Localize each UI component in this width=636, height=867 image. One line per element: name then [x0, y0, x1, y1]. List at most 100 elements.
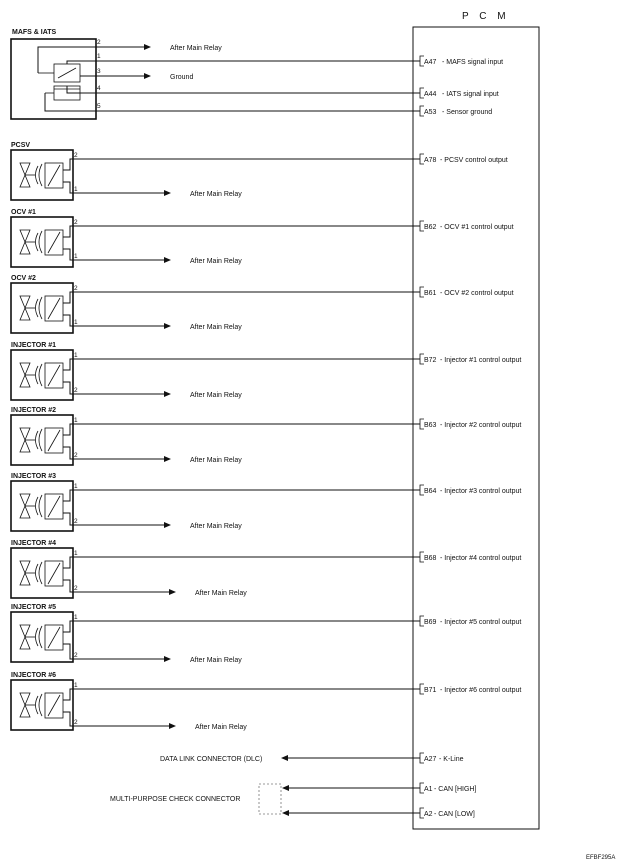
- injector-5-pin-bottom: 2: [74, 652, 78, 659]
- injector-5-title: INJECTOR #5: [11, 604, 56, 611]
- injector-1-pin-top: 1: [74, 352, 78, 359]
- injector-1-terminal-label: - Injector #1 control output: [440, 357, 521, 364]
- terminal-A47-label: - MAFS signal input: [442, 59, 503, 66]
- injector-6-pin-top: 1: [74, 682, 78, 689]
- injector-1-title: INJECTOR #1: [11, 342, 56, 349]
- injector-2-relay-label: After Main Relay: [190, 457, 242, 464]
- injector-4-terminal-label: - Injector #4 control output: [440, 555, 521, 562]
- terminal-A53-code: A53: [424, 109, 437, 116]
- ocv-2-body: [10, 282, 74, 334]
- injector-5-terminal-label: - Injector #5 control output: [440, 619, 521, 626]
- injector-2-terminal-code: B63: [424, 422, 437, 429]
- injector-3-terminal-label: - Injector #3 control output: [440, 488, 521, 495]
- pcsv-terminal-code: A78: [424, 157, 437, 164]
- injector-3-relay-label: After Main Relay: [190, 523, 242, 530]
- injector-2-terminal-label: - Injector #2 control output: [440, 422, 521, 429]
- injector-6-terminal-label: - Injector #6 control output: [440, 687, 521, 694]
- ocv-2-pin-top: 2: [74, 285, 78, 292]
- injector-4-pin-bottom: 2: [74, 585, 78, 592]
- injector-1-body: [10, 349, 74, 401]
- injector-1-relay-label: After Main Relay: [190, 392, 242, 399]
- terminal-A44-label: - IATS signal input: [442, 91, 499, 98]
- injector-3-body: [10, 480, 74, 532]
- injector-2-pin-top: 1: [74, 417, 78, 424]
- ocv-1-relay-label: After Main Relay: [190, 258, 242, 265]
- mafs-iats-sensor: MAFS & IATS 2 After Main Relay 1 3 Groun…: [10, 29, 503, 120]
- injector-4-pin-top: 1: [74, 550, 78, 557]
- dlc-label: DATA LINK CONNECTOR (DLC): [160, 756, 262, 763]
- injector-5-terminal-code: B69: [424, 619, 437, 626]
- dlc-connection: DATA LINK CONNECTOR (DLC) A27 - K-Line: [160, 752, 464, 764]
- mpcc-connection: MULTI-PURPOSE CHECK CONNECTOR A1 - CAN […: [110, 782, 476, 819]
- injector-6-pin-bottom: 2: [74, 719, 78, 726]
- injector-4-terminal-code: B68: [424, 555, 437, 562]
- ocv-2-terminal-code: B61: [424, 290, 437, 297]
- injector-6-terminal-code: B71: [424, 687, 437, 694]
- mafs-pin-2: 2: [97, 39, 101, 46]
- ocv-1-terminal-label: - OCV #1 control output: [440, 224, 514, 231]
- injector-6-relay-label: After Main Relay: [195, 724, 247, 731]
- injector-6-body: [10, 679, 74, 731]
- figure-reference: EFBF295A: [586, 855, 615, 861]
- pcsv-pin-top: 2: [74, 152, 78, 159]
- terminal-A1-label: - CAN [HIGH]: [434, 786, 476, 793]
- pcsv-relay-label: After Main Relay: [190, 191, 242, 198]
- pcsv-pin-bottom: 1: [74, 186, 78, 193]
- terminal-A1-code: A1: [424, 786, 433, 793]
- injector-4-body: [10, 547, 74, 599]
- injector-1-pin-bottom: 2: [74, 387, 78, 394]
- injector-2-body: [10, 414, 74, 466]
- pcm-title: P C M: [462, 11, 510, 22]
- mpcc-label: MULTI-PURPOSE CHECK CONNECTOR: [110, 796, 240, 803]
- injector-3-pin-top: 1: [74, 483, 78, 490]
- injector-3-pin-bottom: 2: [74, 518, 78, 525]
- mafs-title: MAFS & IATS: [12, 29, 57, 36]
- pcsv-body: [10, 149, 74, 201]
- pcsv-terminal-label: - PCSV control output: [440, 157, 508, 164]
- mafs-pin-5: 5: [97, 103, 101, 110]
- injector-6-title: INJECTOR #6: [11, 672, 56, 679]
- ocv-1-title: OCV #1: [11, 209, 36, 216]
- mafs-pin-3: 3: [97, 68, 101, 75]
- injector-1-terminal-code: B72: [424, 357, 437, 364]
- mafs-relay-label: After Main Relay: [170, 45, 222, 52]
- terminal-A44-code: A44: [424, 91, 437, 98]
- injector-3-title: INJECTOR #3: [11, 473, 56, 480]
- injector-4-title: INJECTOR #4: [11, 540, 56, 547]
- ocv-2-relay-label: After Main Relay: [190, 324, 242, 331]
- ocv-2-terminal-label: - OCV #2 control output: [440, 290, 514, 297]
- injector-4-relay-label: After Main Relay: [195, 590, 247, 597]
- injector-2-pin-bottom: 2: [74, 452, 78, 459]
- injector-5-relay-label: After Main Relay: [190, 657, 242, 664]
- mafs-pin-1: 1: [97, 53, 101, 60]
- mafs-pin-4: 4: [97, 85, 101, 92]
- mafs-ground-label: Ground: [170, 74, 193, 81]
- mpcc-connector: [258, 783, 282, 815]
- injector-5-body: [10, 611, 74, 663]
- terminal-A27-code: A27: [424, 756, 437, 763]
- injector-5-pin-top: 1: [74, 614, 78, 621]
- ocv-1-terminal-code: B62: [424, 224, 437, 231]
- terminal-A53-label: - Sensor ground: [442, 109, 492, 116]
- mafs-body: [10, 38, 97, 120]
- ocv-1-pin-top: 2: [74, 219, 78, 226]
- terminal-A27-label: - K-Line: [439, 756, 464, 763]
- pcsv-title: PCSV: [11, 142, 30, 149]
- injector-2-title: INJECTOR #2: [11, 407, 56, 414]
- terminal-A2-label: - CAN [LOW]: [434, 811, 475, 818]
- terminal-A2-code: A2: [424, 811, 433, 818]
- ocv-1-body: [10, 216, 74, 268]
- ocv-2-pin-bottom: 1: [74, 319, 78, 326]
- ocv-1-pin-bottom: 1: [74, 253, 78, 260]
- ocv-2-title: OCV #2: [11, 275, 36, 282]
